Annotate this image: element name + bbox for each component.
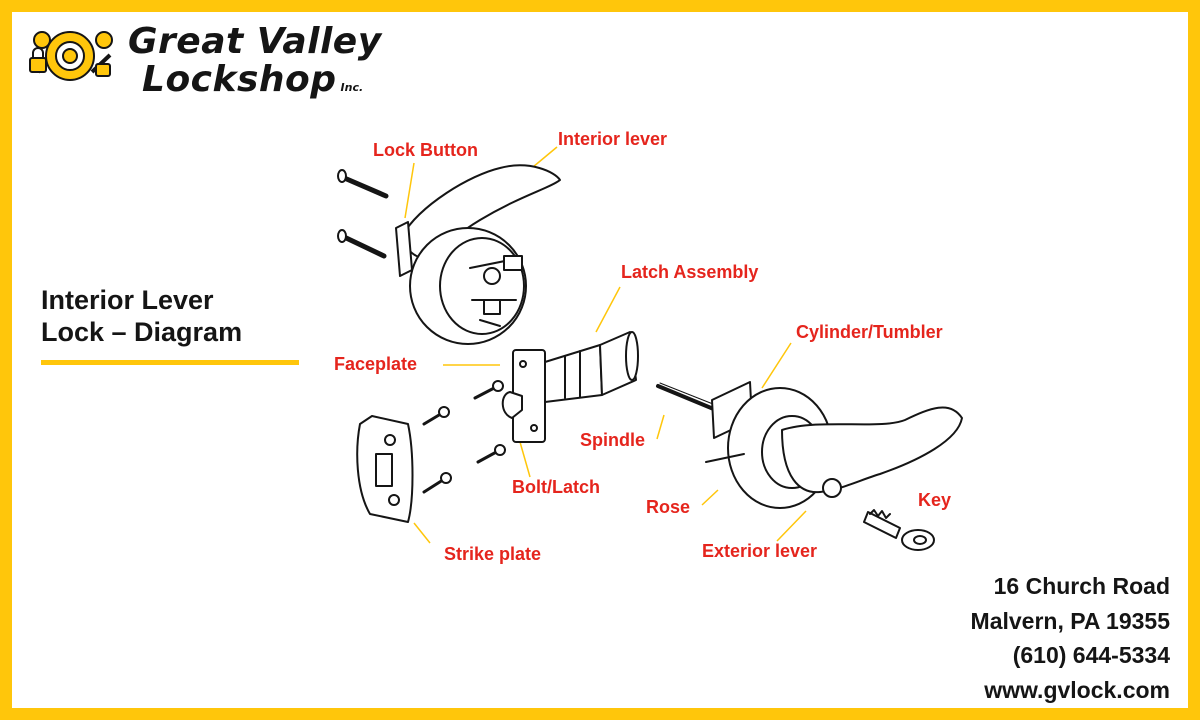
label-bolt-latch: Bolt/Latch bbox=[512, 477, 600, 497]
label-spindle: Spindle bbox=[580, 430, 646, 450]
interior-lever-part bbox=[395, 164, 561, 345]
contact-block: 16 Church Road Malvern, PA 19355 (610) 6… bbox=[971, 569, 1170, 707]
mounting-screws bbox=[337, 169, 389, 259]
contact-phone: (610) 644-5334 bbox=[1012, 642, 1170, 668]
brand-name-line2: Lockshop bbox=[142, 59, 337, 100]
parts-outline bbox=[337, 164, 963, 551]
label-key: Key bbox=[918, 490, 952, 510]
title-line2: Lock – Diagram bbox=[41, 317, 243, 347]
title-line1: Interior Lever bbox=[41, 285, 214, 315]
label-strike-plate: Strike plate bbox=[444, 544, 542, 564]
page-title: Interior Lever Lock – Diagram bbox=[41, 284, 242, 348]
logo-emblem bbox=[29, 31, 113, 81]
exterior-lever-part bbox=[705, 381, 963, 509]
label-rose: Rose bbox=[646, 497, 691, 517]
label-interior-lever: Interior lever bbox=[558, 129, 668, 149]
label-latch-assembly: Latch Assembly bbox=[621, 262, 759, 282]
latch-assembly-part bbox=[501, 331, 639, 443]
leader-lines bbox=[404, 146, 807, 544]
address-city: Malvern, PA 19355 bbox=[970, 607, 1170, 634]
strike-screws bbox=[422, 406, 452, 494]
title-underline bbox=[41, 360, 299, 365]
brand-name-line1: Great Valley bbox=[128, 21, 382, 62]
label-exterior-lever: Exterior lever bbox=[702, 541, 818, 561]
faceplate-screws bbox=[473, 380, 506, 464]
spindle-part bbox=[656, 382, 719, 412]
strike-plate-part bbox=[356, 415, 414, 523]
contact-website: www.gvlock.com bbox=[984, 676, 1170, 703]
address-street: 16 Church Road bbox=[993, 573, 1170, 599]
label-faceplate: Faceplate bbox=[334, 354, 418, 374]
label-lock-button: Lock Button bbox=[373, 140, 478, 160]
label-cylinder-tumbler: Cylinder/Tumbler bbox=[796, 322, 943, 342]
key-part bbox=[863, 509, 935, 551]
brand-suffix: Inc. bbox=[340, 81, 364, 94]
